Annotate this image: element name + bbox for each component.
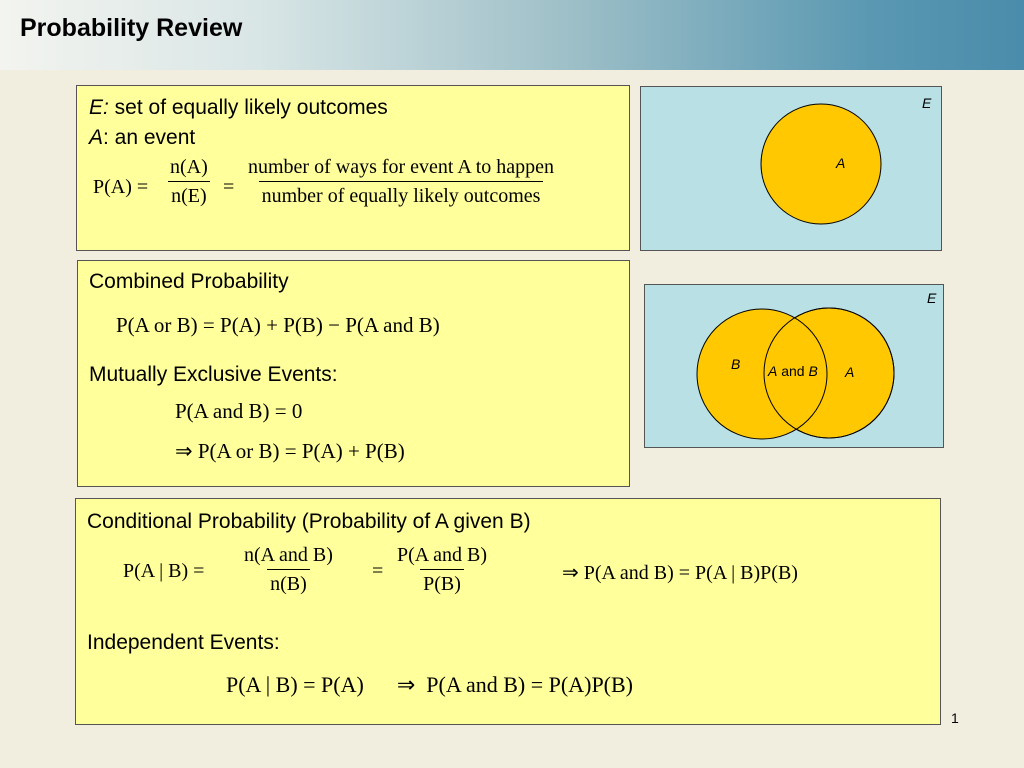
frac-num-na: n(A) [170, 156, 208, 178]
frac-den-n-b: n(B) [267, 569, 310, 596]
conditional-equals: = [372, 560, 384, 582]
venn-two-svg [696, 307, 895, 440]
conditional-probability-box: Conditional Probability (Probability of … [75, 498, 941, 725]
prob-fraction-counts: n(A) n(E) [167, 156, 211, 208]
def-e-text: set of equally likely outcomes [108, 96, 388, 119]
multiplication-rule: ⇒ P(A and B) = P(A | B)P(B) [562, 562, 798, 584]
combined-heading: Combined Probability [89, 270, 289, 293]
page-number: 1 [951, 710, 959, 726]
definition-box: E: set of equally likely outcomes A: an … [76, 85, 630, 251]
conditional-fraction-probs: P(A and B) P(B) [394, 544, 490, 596]
universe-label-e: E [922, 95, 932, 111]
definition-line-a: A: an event [89, 126, 195, 150]
combined-probability-box: Combined Probability P(A or B) = P(A) + … [77, 260, 630, 487]
conditional-fraction-counts: n(A and B) n(B) [241, 544, 336, 596]
venn-single-svg [760, 103, 882, 225]
frac-den-p-b: P(B) [420, 569, 464, 596]
frac-num-n-a-and-b: n(A and B) [244, 544, 333, 566]
circle-a-outline [763, 307, 895, 439]
set-label-a: A [845, 364, 855, 380]
circle-a [760, 103, 882, 225]
set-label-a: A [836, 155, 846, 171]
independent-heading: Independent Events: [87, 631, 280, 654]
frac-num-ways: number of ways for event A to happen [248, 156, 555, 178]
prob-equals: = [223, 176, 235, 198]
universe-label-e: E [927, 290, 937, 306]
var-a: A [89, 126, 104, 149]
mutually-exclusive-formula-1: P(A and B) = 0 [175, 399, 303, 423]
mutually-exclusive-heading: Mutually Exclusive Events: [89, 363, 338, 386]
independent-formula: P(A | B) = P(A) ⇒ P(A and B) = P(A)P(B) [226, 672, 633, 697]
set-label-b: B [731, 356, 741, 372]
frac-den-ne: n(E) [168, 181, 210, 208]
circle-b [696, 308, 828, 440]
prob-fraction-words: number of ways for event A to happen num… [245, 156, 557, 208]
combined-formula: P(A or B) = P(A) + P(B) − P(A and B) [116, 313, 440, 337]
var-e: E: [89, 96, 109, 119]
slide-title: Probability Review [20, 14, 243, 42]
conditional-heading: Conditional Probability (Probability of … [87, 510, 531, 533]
mutually-exclusive-formula-2: ⇒ P(A or B) = P(A) + P(B) [175, 439, 405, 463]
title-banner: Probability Review [0, 0, 1024, 70]
conditional-lhs: P(A | B) = [123, 560, 205, 582]
def-a-text: : an event [103, 126, 196, 149]
venn-diagram-two-sets: E B A and B A [644, 284, 944, 448]
frac-den-outcomes: number of equally likely outcomes [258, 181, 544, 208]
intersection-label: A and B [768, 363, 818, 379]
prob-formula-lhs: P(A) = [93, 176, 149, 198]
definition-line-e: E: set of equally likely outcomes [89, 96, 388, 120]
frac-num-p-a-and-b: P(A and B) [397, 544, 487, 566]
venn-diagram-single: E A [640, 86, 942, 251]
